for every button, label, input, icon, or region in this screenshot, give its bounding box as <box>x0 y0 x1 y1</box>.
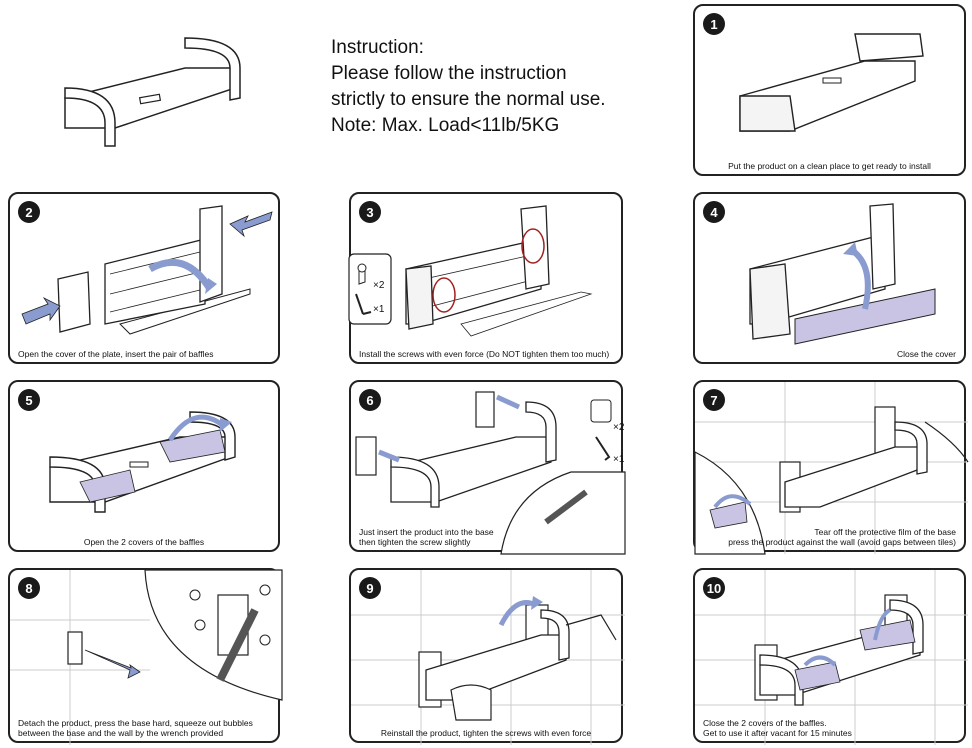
squeeze-bubbles-illustration <box>10 569 283 745</box>
screw-quantity: ×2 <box>613 422 625 433</box>
wrench-quantity: ×1 <box>613 454 625 465</box>
insert-into-base-illustration <box>355 391 626 555</box>
wrench-quantity: ×1 <box>373 304 385 315</box>
shelf-overview-illustration <box>64 37 241 147</box>
step-number-badge: 10 <box>703 577 725 599</box>
step-caption: Close the cover <box>896 349 956 359</box>
open-baffle-covers-illustration <box>49 411 236 513</box>
close-baffle-covers-illustration <box>695 570 968 745</box>
step-number-badge: 3 <box>359 201 381 223</box>
reinstall-product-illustration <box>351 570 625 745</box>
press-against-wall-illustration <box>694 382 969 555</box>
step-caption: Detach the product, press the base hard,… <box>18 718 253 738</box>
step-number-badge: 6 <box>359 389 381 411</box>
step-number-badge: 9 <box>359 577 381 599</box>
install-screws-illustration <box>348 205 593 337</box>
step-1-panel: 1 Put the product on a clean place to ge… <box>693 4 966 176</box>
insert-baffles-illustration <box>21 205 273 335</box>
step-number-badge: 8 <box>18 577 40 599</box>
instruction-title: Instruction: <box>331 37 424 58</box>
step-3-panel: 3 ×2 ×1 Install the screws with even for… <box>348 192 623 364</box>
step-9-panel: 9 Reinstall the product, tighten the scr… <box>349 568 625 745</box>
step-5-panel: 5 Open the 2 covers of the baffles <box>8 380 280 552</box>
step-caption: Close the 2 covers of the baffles. Get t… <box>703 718 852 738</box>
instruction-line: strictly to ensure the normal use. <box>331 89 606 110</box>
shelf-illustration <box>739 33 924 132</box>
step-caption: Install the screws with even force (Do N… <box>359 349 610 359</box>
step-caption: Tear off the protective film of the base… <box>728 527 956 547</box>
step-2-panel: 2 Open the cover of the plate, insert th… <box>8 192 280 364</box>
step-caption: Reinstall the product, tighten the screw… <box>380 728 592 738</box>
instruction-line: Please follow the instruction <box>331 63 567 84</box>
instruction-text: Instruction: Please follow the instructi… <box>331 35 606 139</box>
step-7-panel: 7 Tear off the protective film of the ba… <box>693 380 969 555</box>
step-6-panel: 6 ×2 ×1 Just insert the product into the… <box>349 380 626 555</box>
step-number-badge: 5 <box>18 389 40 411</box>
step-caption: Open the cover of the plate, insert the … <box>18 349 214 359</box>
step-4-panel: 4 Close the cover <box>693 192 966 364</box>
step-number-badge: 2 <box>18 201 40 223</box>
step-number-badge: 1 <box>703 13 725 35</box>
max-load-note: Note: Max. Load<11lb/5KG <box>331 115 560 136</box>
screw-quantity: ×2 <box>373 280 385 291</box>
close-cover-illustration <box>749 203 936 345</box>
step-caption: Just insert the product into the base th… <box>359 527 494 547</box>
step-caption: Open the 2 covers of the baffles <box>83 537 205 547</box>
step-number-badge: 4 <box>703 201 725 223</box>
step-8-panel: 8 Detach the product, press the base har… <box>8 568 283 745</box>
step-number-badge: 7 <box>703 389 725 411</box>
step-caption: Put the product on a clean place to get … <box>728 161 931 171</box>
step-10-panel: 10 Close the 2 covers of the baffles. Ge… <box>693 568 968 745</box>
